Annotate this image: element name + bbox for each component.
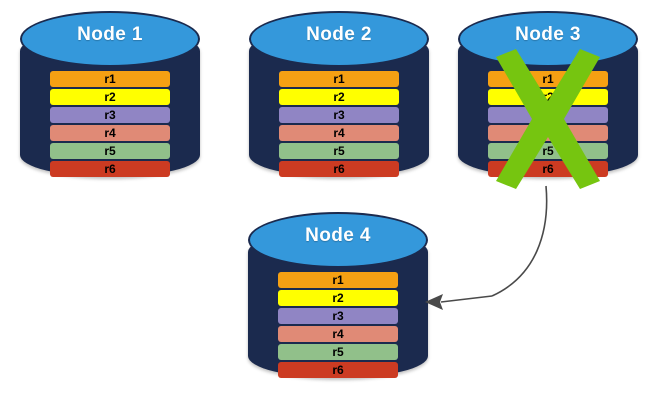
cylinder-top-cap [20,11,200,67]
row-bar-r4[interactable]: r4 [279,125,399,141]
node-row-list: r1 r2 r3 r4 r5 r6 [279,71,399,179]
row-bar-r5[interactable]: r5 [278,344,398,360]
node-cylinder-1[interactable]: Node 1 r1 r2 r3 r4 r5 r6 [20,11,200,185]
row-bar-r5[interactable]: r5 [488,143,608,159]
node-cylinder-4[interactable]: Node 4 r1 r2 r3 r4 r5 r6 [248,212,428,386]
node-row-list: r1 r2 r3 r4 r5 r6 [278,272,398,380]
row-bar-r3[interactable]: r3 [278,308,398,324]
node-title: Node 3 [515,24,581,45]
node-title: Node 4 [305,225,371,246]
node-title: Node 2 [306,24,372,45]
row-bar-r1[interactable]: r1 [279,71,399,87]
row-bar-r2[interactable]: r2 [278,290,398,306]
migration-arrow-path [491,185,548,297]
row-bar-r6[interactable]: r6 [279,161,399,177]
row-bar-r6[interactable]: r6 [488,161,608,177]
row-bar-r3[interactable]: r3 [279,107,399,123]
row-bar-r4[interactable]: r4 [278,326,398,342]
node-cylinder-3[interactable]: Node 3 r1 r2 r3 r4 r5 r6 [458,11,638,189]
row-bar-r4[interactable]: r4 [50,125,170,141]
row-bar-r1[interactable]: r1 [488,71,608,87]
cylinder-top-cap [249,11,429,67]
row-bar-r5[interactable]: r5 [279,143,399,159]
node-row-list: r1 r2 r3 r4 r5 r6 [488,71,608,179]
row-bar-r2[interactable]: r2 [279,89,399,105]
cylinder-top-cap [248,212,428,268]
row-bar-r1[interactable]: r1 [50,71,170,87]
migration-arrow-tail [440,295,493,303]
row-bar-r6[interactable]: r6 [278,362,398,378]
row-bar-r3[interactable]: r3 [50,107,170,123]
row-bar-r2[interactable]: r2 [50,89,170,105]
row-bar-r1[interactable]: r1 [278,272,398,288]
row-bar-r2[interactable]: r2 [488,89,608,105]
node-row-list: r1 r2 r3 r4 r5 r6 [50,71,170,179]
row-bar-r4[interactable]: r4 [488,125,608,141]
node-title: Node 1 [77,24,143,45]
row-bar-r6[interactable]: r6 [50,161,170,177]
node-cylinder-2[interactable]: Node 2 r1 r2 r3 r4 r5 r6 [249,11,429,185]
row-bar-r5[interactable]: r5 [50,143,170,159]
row-bar-r3[interactable]: r3 [488,107,608,123]
